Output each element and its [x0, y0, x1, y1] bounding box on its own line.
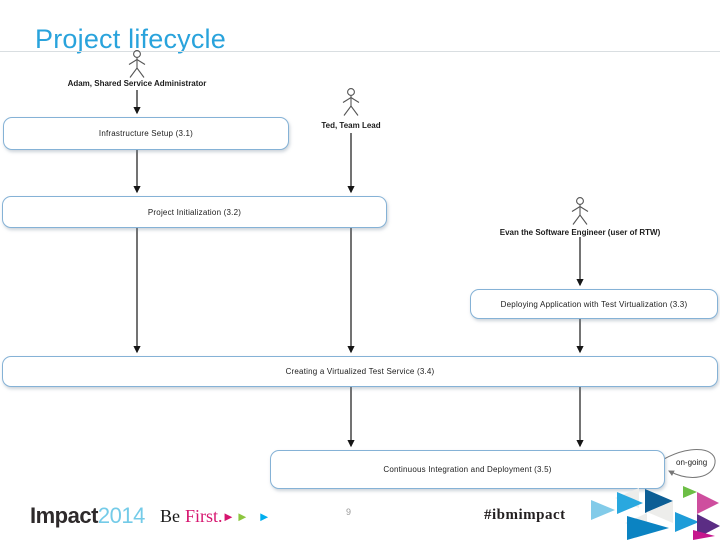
actor-label-adam: Adam, Shared Service Administrator: [67, 79, 207, 88]
activity-box-deploying-application: Deploying Application with Test Virtuali…: [470, 289, 718, 319]
impact-triangle-mosaic: [591, 486, 720, 540]
actor-label-ted: Ted, Team Lead: [321, 121, 381, 130]
activity-box-continuous-integration: Continuous Integration and Deployment (3…: [270, 450, 665, 489]
be-first-arrows: ►►►: [222, 509, 272, 524]
impact-2014-logo: Impact2014: [30, 503, 145, 529]
activity-box-infrastructure-setup: Infrastructure Setup (3.1): [3, 117, 289, 150]
first-word: First.: [185, 506, 223, 526]
page-title: Project lifecycle: [35, 24, 226, 54]
impact-logo-word: Impact: [30, 503, 98, 528]
actor-stick-figure-icon: [128, 50, 146, 78]
actor-stick-figure-icon: [342, 88, 360, 116]
actor-label-evan: Evan the Software Engineer (user of RTW): [499, 228, 661, 237]
activity-box-project-initialization: Project Initialization (3.2): [2, 196, 387, 228]
ibmimpact-hashtag: #ibmimpact: [484, 507, 566, 523]
forward-arrow-icon: ►: [257, 509, 272, 524]
ongoing-loop-label: on-going: [676, 458, 708, 467]
title-divider: [0, 51, 720, 52]
forward-arrow-icon: ►: [235, 509, 250, 524]
be-word: Be: [160, 506, 180, 526]
forward-arrow-icon: ►: [222, 509, 236, 524]
actor-stick-figure-icon: [571, 197, 589, 225]
activity-box-creating-virtualized-service: Creating a Virtualized Test Service (3.4…: [2, 356, 718, 387]
page-number: 9: [346, 507, 352, 517]
impact-logo-year: 2014: [97, 503, 145, 528]
